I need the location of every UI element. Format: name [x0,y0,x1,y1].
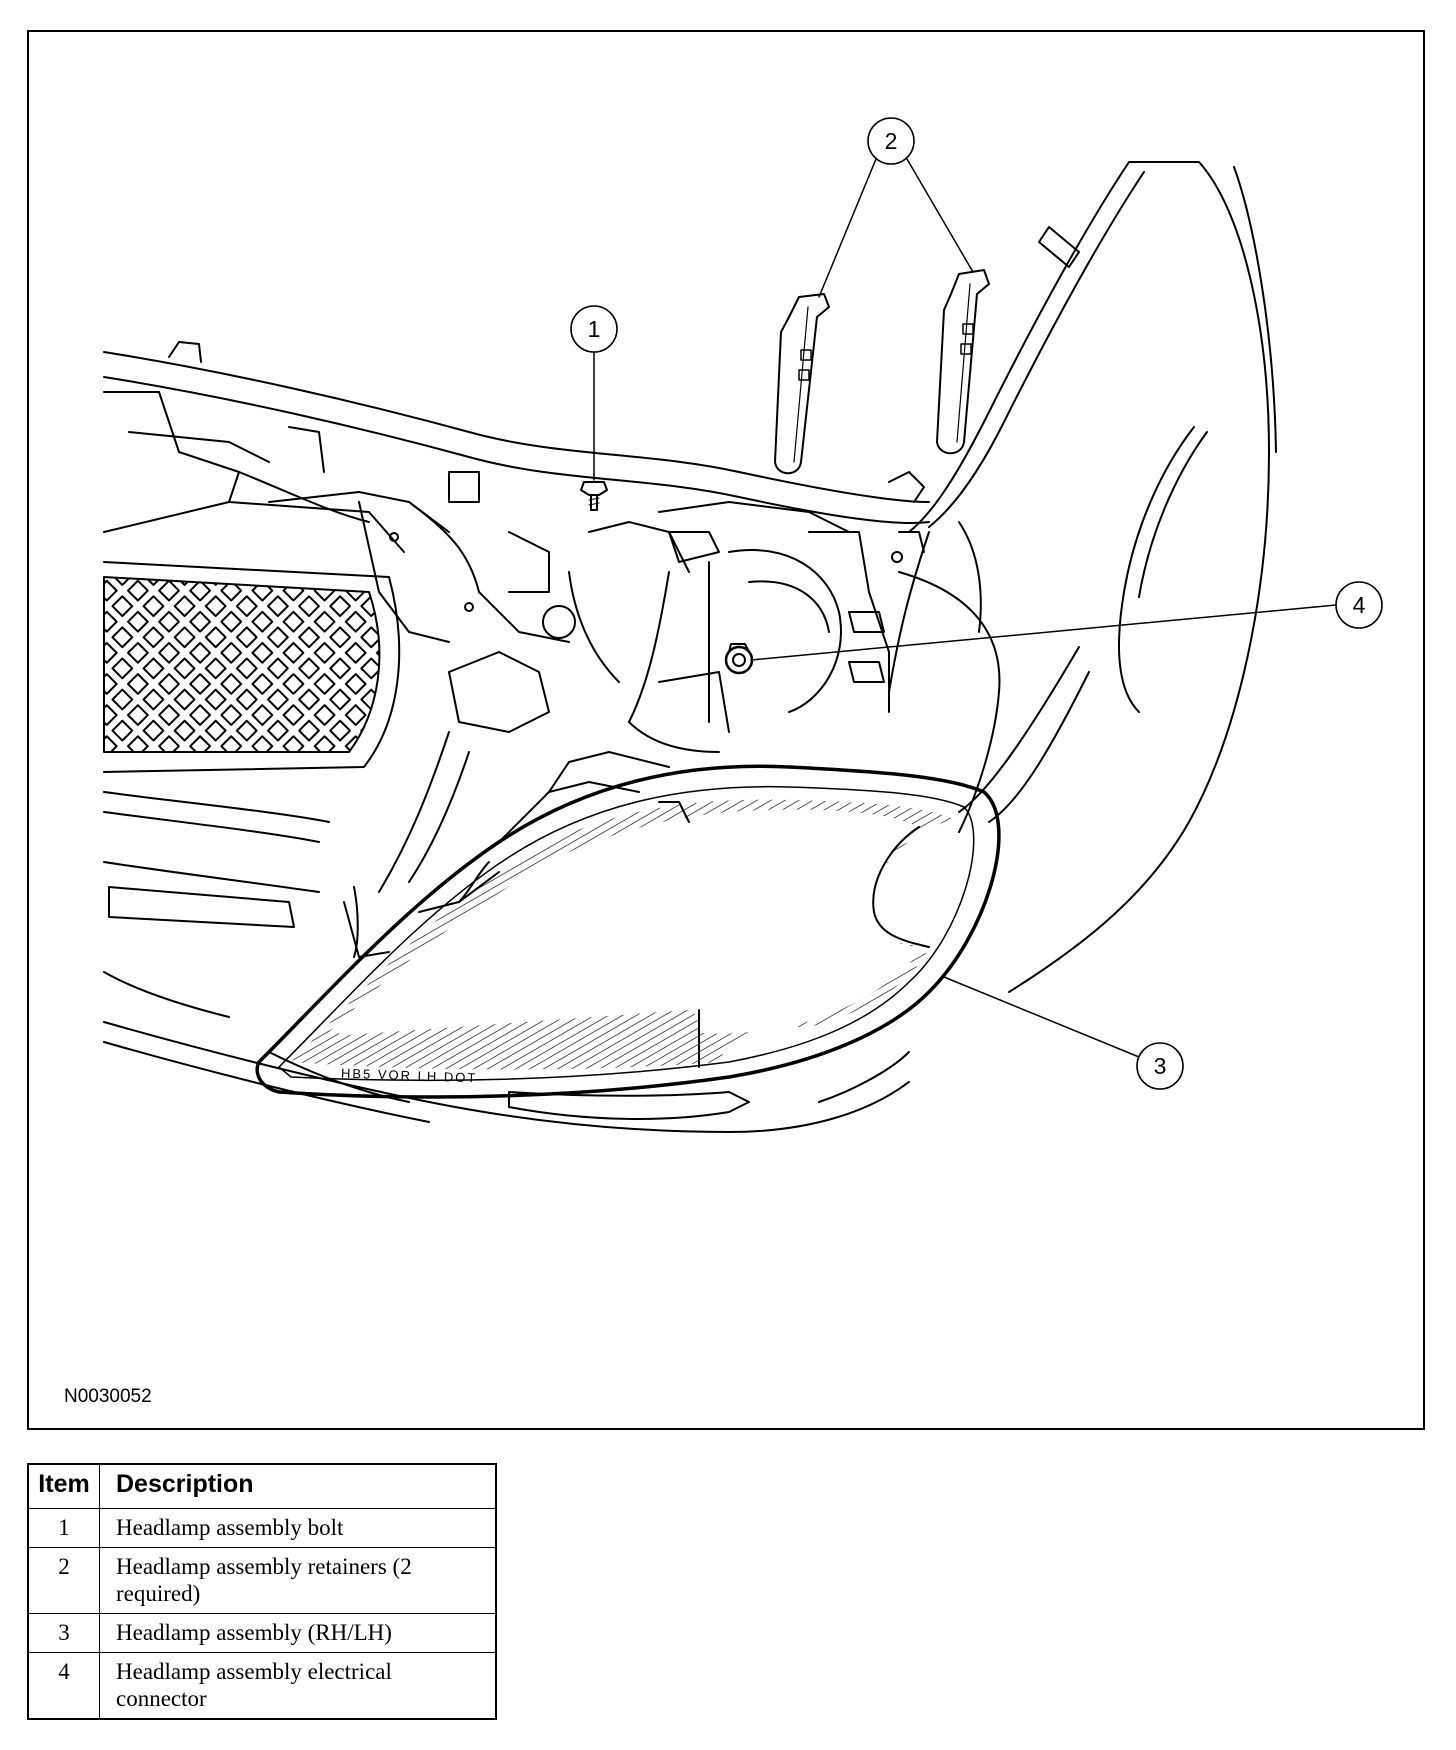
retainer-clips [774,269,990,475]
table-row: 2 Headlamp assembly retainers (2 require… [27,1547,497,1614]
headlamp-assembly [255,751,1001,1099]
radiator-support [103,341,982,893]
callout-1-label: 1 [588,316,601,342]
callout-2 [867,117,915,165]
legend-item-description: Headlamp assembly (RH/LH) [99,1613,497,1653]
legend-header-description: Description [99,1463,497,1509]
table-row: 3 Headlamp assembly (RH/LH) [27,1613,497,1653]
figure-id: N0030052 [64,1386,152,1407]
grille [103,501,405,843]
legend-item-number: 1 [27,1508,100,1548]
electrical-connector [724,643,754,675]
legend-item-description: Headlamp assembly retainers (2 required) [99,1547,497,1614]
legend-header-item: Item [27,1463,100,1509]
lens-marking: HB5 VOR LH DOT [341,1066,478,1086]
legend-header-row: Item Description [27,1463,497,1509]
legend-item-description: Headlamp assembly electrical connector [99,1652,497,1720]
figure-frame: 1 2 3 4 HB5 VOR LH DOT N0030052 [27,30,1425,1430]
legend-item-number: 2 [27,1547,100,1614]
callout-3 [1136,1042,1184,1090]
legend-item-number: 3 [27,1613,100,1653]
fender [898,161,1277,993]
legend-item-number: 4 [27,1652,100,1720]
callout-3-label: 3 [1154,1053,1167,1079]
callout-4-label: 4 [1353,592,1366,618]
legend-table: Item Description 1 Headlamp assembly bol… [27,1463,497,1720]
callout-1 [570,305,618,353]
assembly-bolt [580,481,608,511]
headlamp-diagram: 1 2 3 4 HB5 VOR LH DOT [103,117,1383,1133]
table-row: 4 Headlamp assembly electrical connector [27,1652,497,1720]
callouts [570,117,1383,1090]
leader-lines [593,158,1337,1058]
table-row: 1 Headlamp assembly bolt [27,1508,497,1548]
legend-item-description: Headlamp assembly bolt [99,1508,497,1548]
callout-2-label: 2 [885,128,898,154]
callout-4 [1335,581,1383,629]
